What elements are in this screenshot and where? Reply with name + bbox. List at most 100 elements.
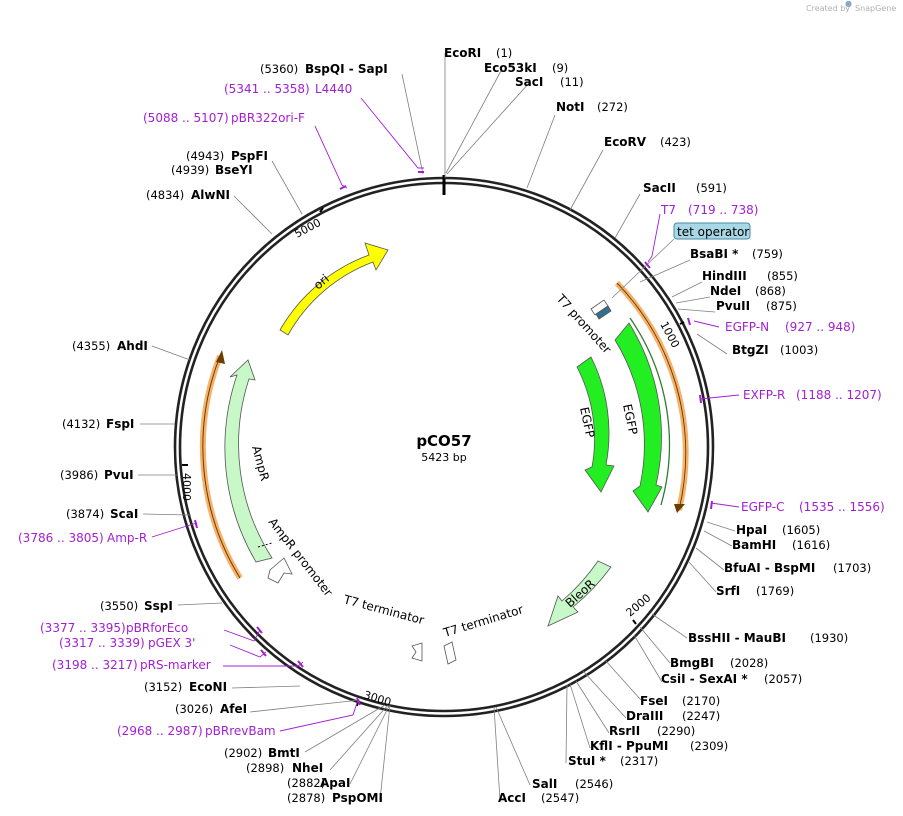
enzyme-label[interactable]: ScaI: [110, 507, 138, 521]
enzyme-position: (2902): [224, 746, 262, 760]
enzyme-label[interactable]: EcoRI: [444, 46, 481, 60]
ori-arrow[interactable]: [279, 242, 389, 336]
enzyme-label[interactable]: BssHII - MauBI: [688, 631, 786, 645]
enzyme-label[interactable]: BmgBI: [670, 656, 714, 670]
primer-label[interactable]: EGFP-N: [725, 320, 769, 334]
enzyme-label[interactable]: StuI *: [568, 754, 607, 768]
t7-terminator-1-arrow[interactable]: [411, 642, 423, 662]
enzyme-position: (2547): [541, 791, 579, 805]
enzyme-position: (3152): [144, 680, 182, 694]
egfp-outer-arrow[interactable]: [614, 322, 663, 513]
enzyme-label[interactable]: HindIII: [702, 269, 747, 283]
tick-mark: [632, 619, 637, 625]
tick-mark: [679, 321, 685, 325]
enzyme-label[interactable]: BtgZI: [732, 343, 769, 357]
enzyme-label[interactable]: BfuAI - BspMI: [724, 561, 815, 575]
enzyme-label[interactable]: BseYI: [215, 163, 253, 177]
ampr-start-mark: [257, 542, 273, 548]
enzyme-position: (2057): [764, 672, 802, 686]
enzyme-label[interactable]: PvuII: [716, 299, 750, 313]
ampr-promoter-label: AmpR promoter: [266, 515, 336, 599]
enzyme-label[interactable]: EcoRV: [604, 135, 647, 149]
primer-label[interactable]: pGEX 3': [148, 636, 195, 650]
primer-label[interactable]: pRS-marker: [140, 658, 211, 672]
enzyme-label[interactable]: FseI: [640, 694, 668, 708]
enzyme-label[interactable]: CsiI - SexAI *: [661, 672, 748, 686]
enzyme-position: (868): [755, 284, 786, 298]
enzyme-label[interactable]: AfeI: [220, 702, 247, 716]
enzyme-label[interactable]: BamHI: [732, 538, 776, 552]
enzyme-label[interactable]: RsrII: [609, 724, 640, 738]
enzyme-label[interactable]: NotI: [556, 100, 585, 114]
enzyme-position: (1003): [780, 343, 818, 357]
primer-label[interactable]: L4440: [315, 82, 352, 96]
t7-terminator-1-label: T7 terminator: [341, 592, 425, 627]
enzyme-label[interactable]: NheI: [292, 761, 323, 775]
enzyme-label[interactable]: FspI: [106, 417, 134, 431]
tet-operator-leader: [611, 238, 675, 299]
enzyme-label[interactable]: SspI: [144, 599, 173, 613]
primer-position: (5341 .. 5358): [224, 82, 310, 96]
enzyme-label[interactable]: ApaI: [320, 776, 350, 790]
enzyme-position: (2247): [682, 709, 720, 723]
enzyme-label[interactable]: SalI: [532, 777, 557, 791]
plasmid-name: pCO57: [416, 432, 471, 450]
enzyme-label[interactable]: PspOMI: [332, 791, 383, 805]
enzyme-position: (3986): [60, 468, 98, 482]
enzyme-label[interactable]: BmtI: [268, 746, 300, 760]
enzyme-position: (591): [696, 181, 727, 195]
egfp-outer-label: EGFP: [620, 403, 640, 436]
primer-position: (3317 .. 3339): [59, 636, 145, 650]
tet-operator-label: tet operator: [677, 225, 749, 239]
primer-label[interactable]: EXFP-R: [743, 388, 785, 402]
primer-position: (3786 .. 3805): [18, 531, 104, 545]
enzyme-position: (5360): [260, 62, 298, 76]
enzyme-position: (4943): [186, 149, 224, 163]
enzyme-position: (272): [597, 100, 628, 114]
enzyme-label[interactable]: BspQI - SapI: [305, 62, 388, 76]
ampr-arrow[interactable]: [224, 359, 273, 563]
enzyme-label[interactable]: AhdI: [117, 339, 148, 353]
enzyme-labels: EcoRI (1) Eco53kI (9) SacI (11) NotI (27…: [60, 46, 871, 805]
enzyme-label[interactable]: Eco53kI: [484, 61, 537, 75]
enzyme-label[interactable]: SacII: [643, 181, 676, 195]
primer-label[interactable]: pBRrevBam: [205, 724, 276, 738]
bleor-arrow[interactable]: [547, 560, 612, 627]
primer-label[interactable]: EGFP-C: [741, 500, 784, 514]
enzyme-label[interactable]: EcoNI: [189, 680, 227, 694]
enzyme-label[interactable]: PvuI: [104, 468, 134, 482]
egfp-outer-orf-line: [629, 317, 671, 506]
ampr-label: AmpR: [249, 444, 272, 482]
enzyme-position: (2317): [620, 754, 658, 768]
primer-position: (5088 .. 5107): [143, 111, 229, 125]
enzyme-label[interactable]: AccI: [498, 791, 526, 805]
enzyme-label[interactable]: PspFI: [231, 149, 268, 163]
enzyme-label[interactable]: NdeI: [710, 284, 741, 298]
enzyme-label[interactable]: SrfI: [716, 584, 740, 598]
t7-terminator-2-arrow[interactable]: [443, 641, 457, 665]
enzyme-position: (2309): [690, 739, 728, 753]
enzyme-label[interactable]: AlwNI: [191, 188, 230, 202]
enzyme-label[interactable]: BsaBI *: [690, 247, 739, 261]
enzyme-position: (875): [766, 299, 797, 313]
credit-prefix: Created by: [806, 4, 850, 13]
ampr-orf-line: [202, 355, 241, 579]
ampr-promoter-arrow[interactable]: [267, 557, 293, 584]
enzyme-label[interactable]: HpaI: [736, 523, 767, 537]
enzyme-label[interactable]: KflI - PpuMI: [590, 739, 668, 753]
egfp-inner-label: EGFP: [577, 406, 597, 439]
egfp-inner-arrow[interactable]: [576, 356, 615, 493]
enzyme-position: (2170): [682, 694, 720, 708]
enzyme-label[interactable]: SacI: [515, 75, 543, 89]
primer-label[interactable]: Amp-R: [107, 531, 147, 545]
snapgene-logo-icon: ●: [845, 0, 852, 8]
primer-label[interactable]: T7: [660, 203, 676, 217]
primer-position: (3377 .. 3395): [40, 621, 126, 635]
enzyme-label[interactable]: DraIII: [626, 709, 663, 723]
ampr-orf-arrowhead: [216, 350, 225, 364]
enzyme-position: (1605): [782, 523, 820, 537]
enzyme-position: (3874): [66, 507, 104, 521]
primer-label[interactable]: pBR322ori-F: [231, 111, 305, 125]
primer-label[interactable]: pBRforEco: [126, 621, 188, 635]
